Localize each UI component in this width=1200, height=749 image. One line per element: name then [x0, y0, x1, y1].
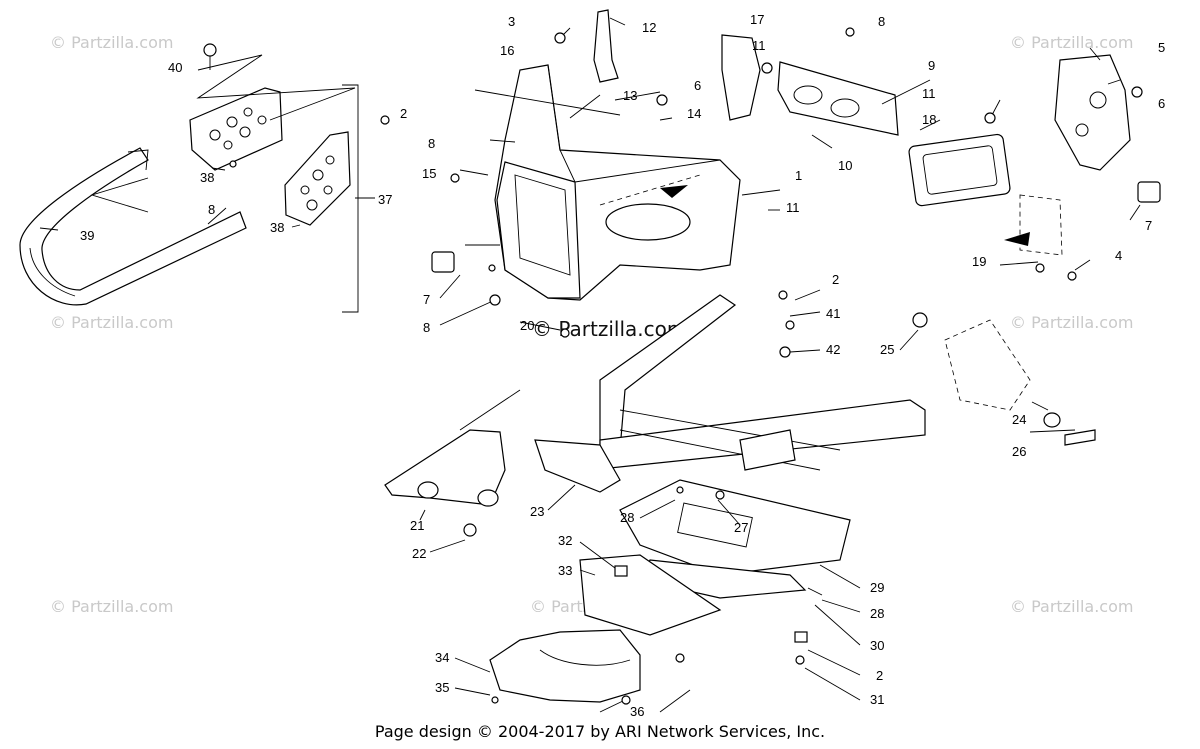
- panel-part-12: [593, 9, 619, 83]
- bracket-part-25: [944, 319, 1031, 411]
- callout-33: 33: [558, 563, 572, 578]
- watermark: © Partzilla.com: [1010, 33, 1133, 52]
- callout-15: 15: [422, 166, 436, 181]
- callout-27: 27: [734, 520, 748, 535]
- callout-5: 5: [1158, 40, 1165, 55]
- callout-8: 8: [878, 14, 885, 29]
- page-footer: Page design © 2004-2017 by ARI Network S…: [374, 722, 826, 741]
- callout-18: 18: [922, 112, 936, 127]
- callout-39: 39: [80, 228, 94, 243]
- callout-11: 11: [922, 86, 936, 101]
- callout-8: 8: [423, 320, 430, 335]
- callout-38: 38: [200, 170, 214, 185]
- group-bracket-37: [342, 84, 359, 313]
- watermark-group: © Partzilla.com © Partzilla.com © Partzi…: [50, 33, 1133, 616]
- callout-25: 25: [880, 342, 894, 357]
- callout-40: 40: [168, 60, 182, 75]
- callout-3: 3: [508, 14, 515, 29]
- bumper-part-39: [19, 147, 247, 306]
- callout-4: 4: [1115, 248, 1122, 263]
- callout-12: 12: [642, 20, 656, 35]
- callout-38: 38: [270, 220, 284, 235]
- skid-plate-part-29: [619, 479, 851, 576]
- callout-6: 6: [1158, 96, 1165, 111]
- callout-21: 21: [410, 518, 424, 533]
- watermark: © Partzilla.com: [1010, 313, 1133, 332]
- callout-1: 1: [795, 168, 802, 183]
- bracket-part-21: [384, 429, 506, 507]
- chassis-frame: [599, 294, 926, 471]
- plate-part-9: [777, 61, 899, 136]
- guard-part-34: [489, 629, 641, 703]
- callout-14: 14: [687, 106, 701, 121]
- callout-2: 2: [400, 106, 407, 121]
- callout-10: 10: [838, 158, 852, 173]
- callout-labels: 40 3 12 17 8 16 11 9 5 6 13 6 14 2 8 11 …: [80, 12, 1165, 719]
- callout-35: 35: [435, 680, 449, 695]
- callout-11: 11: [786, 200, 800, 215]
- callout-2: 2: [876, 668, 883, 683]
- callout-13: 13: [623, 88, 637, 103]
- callout-42: 42: [826, 342, 840, 357]
- callout-31: 31: [870, 692, 884, 707]
- callout-19: 19: [972, 254, 986, 269]
- hardware-items: [203, 27, 1161, 705]
- callout-41: 41: [826, 306, 840, 321]
- watermark: © Partzilla.com: [50, 33, 173, 52]
- callout-34: 34: [435, 650, 449, 665]
- callout-23: 23: [530, 504, 544, 519]
- callout-32: 32: [558, 533, 572, 548]
- callout-22: 22: [412, 546, 426, 561]
- callout-6: 6: [694, 78, 701, 93]
- watermark: © Partzilla.com: [1010, 597, 1133, 616]
- callout-20: 20: [520, 318, 534, 333]
- callout-26: 26: [1012, 444, 1026, 459]
- callout-17: 17: [750, 12, 764, 27]
- bracket-part-38-lower: [284, 131, 351, 226]
- callout-28: 28: [870, 606, 884, 621]
- watermark: © Partzilla.com: [50, 313, 173, 332]
- callout-11: 11: [752, 38, 766, 53]
- callout-8: 8: [208, 202, 215, 217]
- callout-37: 37: [378, 192, 392, 207]
- callout-30: 30: [870, 638, 884, 653]
- bracket-part-17: [721, 34, 761, 121]
- callout-9: 9: [928, 58, 935, 73]
- callout-16: 16: [500, 43, 514, 58]
- callout-2: 2: [832, 272, 839, 287]
- nose-frame-part-1: [494, 64, 741, 301]
- module-part-18: [908, 133, 1011, 207]
- bracket-part-5: [1054, 54, 1131, 171]
- bracket-part-23: [534, 439, 621, 493]
- callout-24: 24: [1012, 412, 1026, 427]
- callout-7: 7: [423, 292, 430, 307]
- leader-lines: [39, 17, 1141, 713]
- callout-8: 8: [428, 136, 435, 151]
- bracket-part-38-upper: [189, 87, 283, 171]
- callout-29: 29: [870, 580, 884, 595]
- callout-36: 36: [630, 704, 644, 719]
- callout-7: 7: [1145, 218, 1152, 233]
- callout-28: 28: [620, 510, 634, 525]
- watermark: © Partzilla.com: [50, 597, 173, 616]
- plate-outline-19: [1004, 194, 1063, 256]
